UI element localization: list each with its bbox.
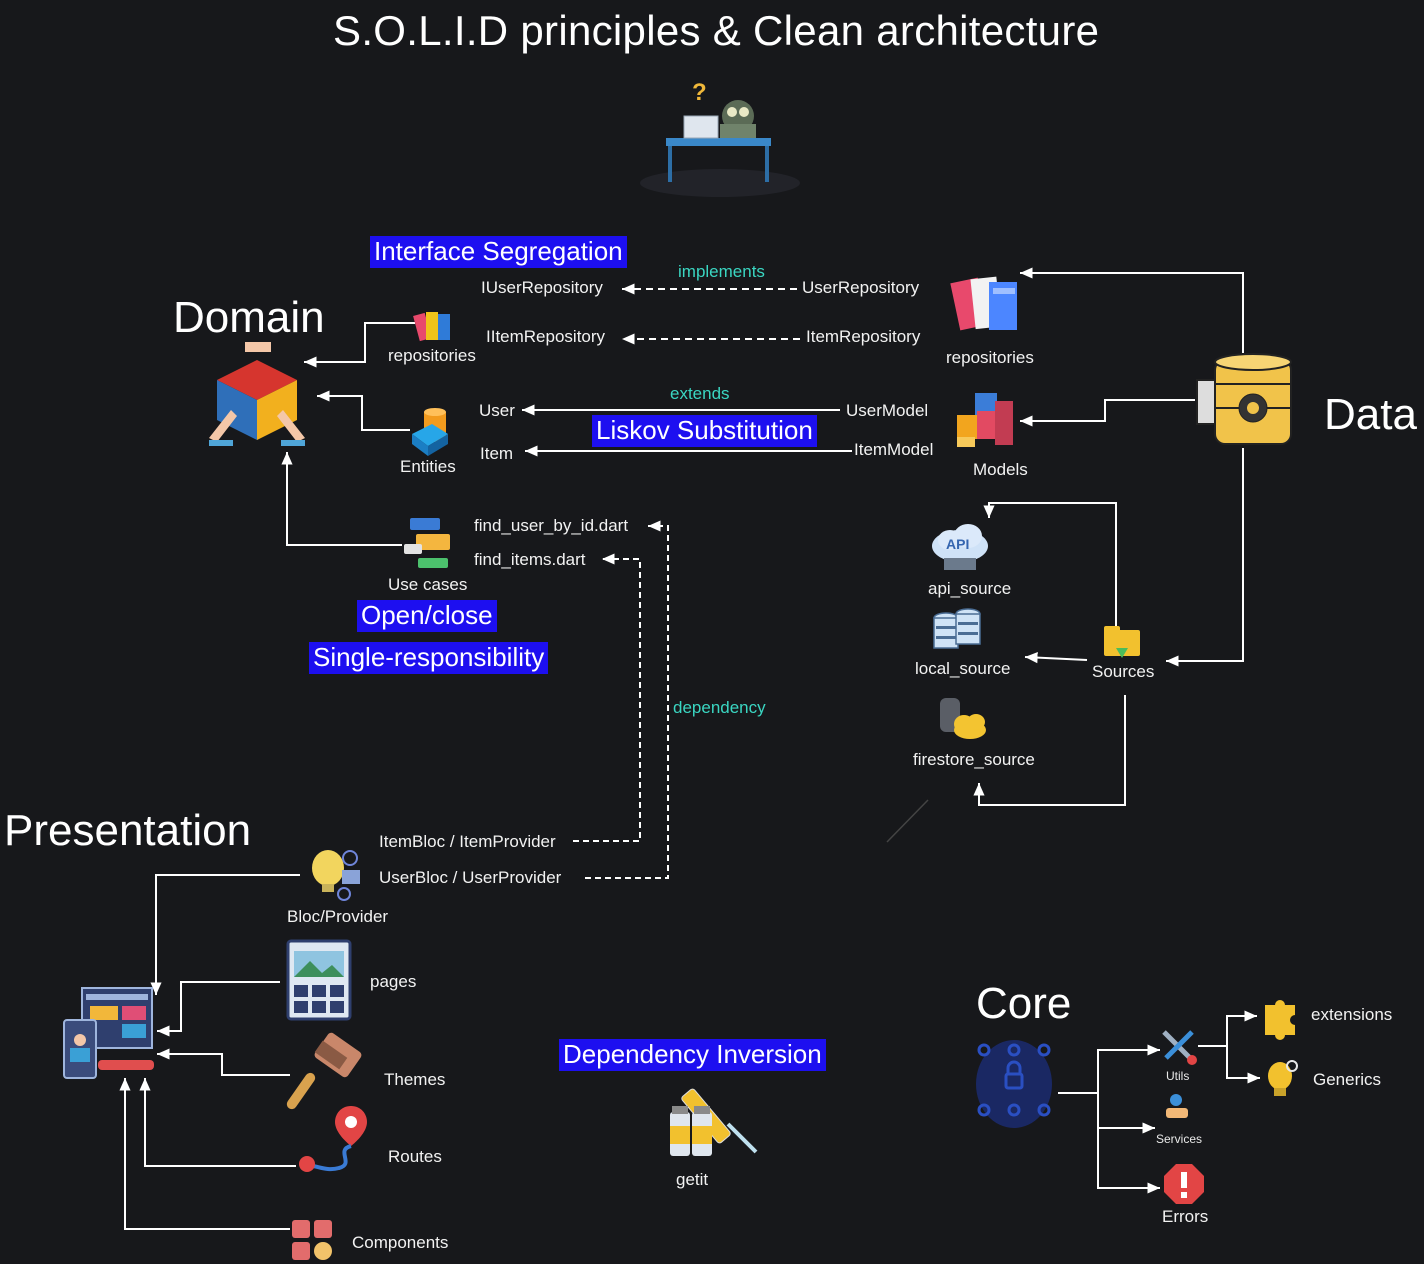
api-cloud-icon: API — [932, 524, 988, 570]
domain-usecases-link — [281, 452, 402, 546]
data-repositories-label: repositories — [946, 348, 1034, 367]
syringe-vials-icon — [670, 1088, 758, 1156]
implements-label: implements — [678, 262, 765, 281]
firestore-source-label: firestore_source — [913, 750, 1035, 769]
domain-entities-link — [317, 390, 410, 431]
item-bloc-label: ItemBloc / ItemProvider — [379, 832, 556, 851]
core-heading: Core — [976, 979, 1072, 1028]
extends-label: extends — [670, 384, 730, 403]
core-services-link — [1097, 1093, 1155, 1134]
routes-label: Routes — [388, 1147, 442, 1166]
find-items-label: find_items.dart — [474, 550, 586, 569]
books-icon — [950, 276, 1017, 331]
puzzle-icon — [1265, 1000, 1295, 1040]
user-bloc-label: UserBloc / UserProvider — [379, 868, 562, 887]
data-models-link — [1019, 399, 1195, 427]
domain-repositories-label: repositories — [388, 346, 476, 365]
dependency-item-line — [573, 553, 641, 842]
utils-extensions-link — [1226, 1010, 1257, 1046]
user-repository-label: UserRepository — [802, 278, 920, 297]
generics-icon — [1268, 1060, 1298, 1096]
find-user-by-id-label: find_user_by_id.dart — [474, 516, 629, 535]
local-source-label: local_source — [915, 659, 1011, 678]
entities-label: Entities — [400, 457, 456, 476]
domain-cube-icon — [209, 342, 305, 446]
extensions-label: extensions — [1311, 1005, 1393, 1024]
models-label: Models — [973, 460, 1028, 479]
open-close-label: Open/close — [357, 600, 497, 632]
domain-heading: Domain — [173, 293, 325, 342]
dependency-label: dependency — [673, 698, 766, 717]
liskov-substitution-label: Liskov Substitution — [592, 415, 817, 447]
presentation-heading: Presentation — [4, 806, 252, 855]
svg-text:?: ? — [692, 79, 707, 106]
page-title: S.O.L.I.D principles & Clean architectur… — [333, 7, 1100, 54]
errors-label: Errors — [1162, 1207, 1209, 1226]
data-repositories-link — [1019, 267, 1244, 353]
pages-to-dashboard-link — [157, 981, 280, 1037]
paintbrush-icon — [286, 1032, 362, 1110]
components-to-dashboard-link — [119, 1078, 290, 1230]
sources-firestore-link — [973, 695, 1126, 806]
services-label: Services — [1156, 1132, 1203, 1146]
cloud-db-icon — [940, 698, 986, 739]
themes-to-dashboard-link — [157, 1048, 290, 1076]
user-entity-label: User — [479, 401, 515, 420]
iuser-repository-label: IUserRepository — [481, 278, 603, 297]
page-grid-icon — [286, 939, 352, 1021]
data-sources-link — [1166, 448, 1244, 667]
pages-label: pages — [370, 972, 417, 991]
getit-label: getit — [676, 1170, 709, 1189]
dashboard-icon — [63, 987, 154, 1079]
components-grid-icon — [292, 1220, 332, 1260]
core-errors-link — [1097, 1093, 1160, 1194]
colored-blocks-icon — [957, 393, 1013, 447]
stray-line — [886, 799, 929, 843]
sources-label: Sources — [1092, 662, 1155, 681]
use-cases-label: Use cases — [388, 575, 468, 594]
bloc-to-dashboard-link — [150, 874, 300, 995]
developer-desk-icon: ? — [640, 79, 800, 197]
sources-local-link — [1024, 652, 1088, 664]
item-model-label: ItemModel — [854, 440, 934, 459]
iitem-repository-label: IItemRepository — [486, 327, 606, 346]
dependency-user-line — [585, 520, 669, 879]
core-utils-link — [1097, 1044, 1160, 1093]
database-gear-icon — [1196, 353, 1292, 445]
idea-gear-icon — [312, 850, 360, 901]
item-repository-label: ItemRepository — [806, 327, 921, 346]
folder-icon — [1104, 626, 1140, 658]
bloc-provider-label: Bloc/Provider — [287, 907, 389, 926]
data-heading: Data — [1324, 390, 1417, 439]
interface-segregation-label: Interface Segregation — [370, 236, 627, 268]
books-icon — [413, 312, 450, 342]
user-model-label: UserModel — [846, 401, 929, 420]
stacked-cards-icon — [404, 518, 450, 568]
error-octagon-icon — [1164, 1164, 1204, 1204]
domain-repositories-link — [304, 322, 415, 368]
service-hand-icon — [1166, 1094, 1188, 1118]
route-pin-icon — [299, 1106, 367, 1172]
generics-label: Generics — [1313, 1070, 1382, 1089]
utils-label: Utils — [1166, 1069, 1190, 1083]
fingerprint-icon — [976, 1040, 1052, 1128]
routes-to-dashboard-link — [139, 1078, 296, 1167]
themes-label: Themes — [384, 1070, 446, 1089]
utils-generics-link — [1226, 1046, 1260, 1084]
item-entity-label: Item — [480, 444, 514, 463]
single-responsibility-label: Single-responsibility — [309, 642, 549, 674]
dependency-inversion-label: Dependency Inversion — [559, 1039, 826, 1071]
tools-icon — [1162, 1030, 1197, 1065]
server-stack-icon — [933, 608, 981, 649]
api-source-label: api_source — [928, 579, 1012, 598]
sources-api-link — [983, 502, 1117, 626]
cylinder-icon — [412, 408, 448, 456]
api-badge-text: API — [946, 536, 969, 552]
components-label: Components — [352, 1233, 449, 1252]
